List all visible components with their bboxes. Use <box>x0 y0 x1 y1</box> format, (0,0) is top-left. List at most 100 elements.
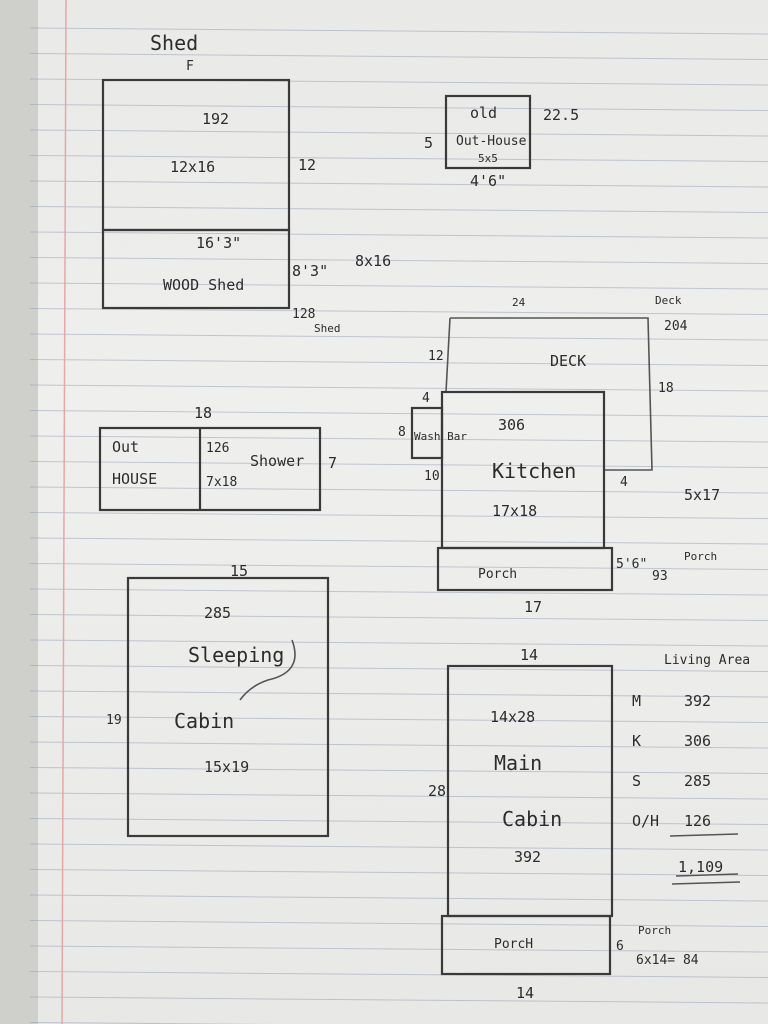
kitchen-porch-dim: 5'6" <box>616 557 647 572</box>
shed-divider-dim: 16'3" <box>196 234 241 252</box>
ruled-line <box>29 741 768 749</box>
shed-sketch: F 192 12x16 12 16'3" WOOD Shed 8'3" 8x16… <box>101 59 391 335</box>
tally-value: 285 <box>684 772 711 790</box>
kitchen-porch-box <box>436 546 614 592</box>
wood-shed-dim: 8'3" <box>292 262 328 280</box>
kitchen-porch-size: 5x17 <box>684 486 720 504</box>
main-left-dim: 28 <box>428 782 446 800</box>
wood-shed-area-label: Shed <box>314 322 341 335</box>
outhouse-size: 7x18 <box>206 475 237 490</box>
outhouse-shower-box <box>98 426 322 512</box>
main-porch-label: PorcH <box>494 937 533 952</box>
ruled-line <box>29 537 768 545</box>
sleeping-arrow <box>239 639 296 701</box>
ruled-line <box>29 996 768 1004</box>
main-bottom-dim: 14 <box>516 984 534 1002</box>
old-outhouse-sketch: old Out-House 5x5 5 4'6" 22.5 <box>424 94 579 190</box>
ruled-line <box>29 563 768 570</box>
ruled-line <box>29 282 768 290</box>
sleeping-cabin-sketch: 15 285 Sleeping Cabin 15x19 19 <box>106 562 330 838</box>
ruled-line <box>29 971 768 978</box>
living-area-total: 1,109 <box>678 858 723 876</box>
ruled-line <box>29 27 768 35</box>
main-line1: Main <box>494 751 542 775</box>
kitchen-left-dim: 10 <box>424 469 440 484</box>
sleeping-line1: Sleeping <box>188 643 284 667</box>
wood-shed-area: 128 <box>292 307 315 322</box>
deck-label: DECK <box>550 352 586 370</box>
ruled-line <box>29 180 768 188</box>
ruled-line <box>29 461 768 468</box>
ruled-line <box>29 945 768 953</box>
deck-right-dim: 18 <box>658 381 674 396</box>
living-area-title: Living Area <box>664 653 750 668</box>
page-title: Shed <box>150 31 198 55</box>
old-outhouse-line2: Out-House <box>456 134 527 149</box>
old-outhouse-line1: old <box>470 104 497 122</box>
kitchen-size: 17x18 <box>492 502 537 520</box>
ruled-line <box>29 129 768 137</box>
ruled-line <box>29 614 768 621</box>
kitchen-right-mark: 4 <box>620 475 628 490</box>
sleeping-cabin-box <box>126 576 330 838</box>
ruled-lines <box>29 27 768 1024</box>
old-outhouse-line3: 5x5 <box>478 152 498 165</box>
tally-key: K <box>632 732 641 750</box>
page-edge-shadow <box>0 0 38 1024</box>
ruled-line <box>29 257 768 264</box>
sleeping-size: 15x19 <box>204 758 249 776</box>
tally-value: 306 <box>684 732 711 750</box>
main-porch-box <box>440 914 612 976</box>
ruled-line <box>29 894 768 902</box>
main-porch-note: 6x14= 84 <box>636 953 699 968</box>
ruled-line <box>29 410 768 417</box>
kitchen-porch-label: Porch <box>478 567 517 582</box>
deck-area-label: Deck <box>655 294 682 307</box>
ruled-line <box>29 690 768 698</box>
tally-key: S <box>632 772 641 790</box>
main-line2: Cabin <box>502 807 562 831</box>
ruled-line <box>29 308 768 315</box>
old-outhouse-area: 22.5 <box>543 106 579 124</box>
wash-bar-left-dim: 8 <box>398 425 406 440</box>
sleeping-area: 285 <box>204 604 231 622</box>
old-outhouse-left-dim: 5 <box>424 134 433 152</box>
kitchen-porch-area-label: Porch <box>684 550 717 563</box>
main-size: 14x28 <box>490 708 535 726</box>
outhouse-line2: HOUSE <box>112 470 157 488</box>
shed-top-dim: F <box>186 59 194 74</box>
ruled-line <box>29 767 768 774</box>
shed-size: 12x16 <box>170 158 215 176</box>
kitchen-porch-area: 93 <box>652 569 668 584</box>
tally-value: 126 <box>684 812 711 830</box>
outhouse-line1: Out <box>112 438 139 456</box>
deck-top-dim: 24 <box>512 296 526 309</box>
ruled-line <box>29 384 768 392</box>
main-area: 392 <box>514 848 541 866</box>
tally-key: O/H <box>632 812 659 830</box>
ruled-line <box>29 818 768 825</box>
wood-shed-box <box>101 228 291 310</box>
ruled-line <box>29 435 768 443</box>
main-porch-note-label: Porch <box>638 924 671 937</box>
tally-value: 392 <box>684 692 711 710</box>
deck-left-edge <box>445 317 451 393</box>
kitchen-label: Kitchen <box>492 459 576 483</box>
kitchen-sketch: 24 DECK Deck 204 12 18 4 8 Wash Bar 10 3… <box>398 294 720 616</box>
kitchen-area: 306 <box>498 416 525 434</box>
deck-outline <box>450 317 653 471</box>
ruled-line <box>29 486 768 494</box>
deck-area: 204 <box>664 319 688 334</box>
ruled-line <box>29 869 768 876</box>
sleeping-line2: Cabin <box>174 709 234 733</box>
shower-label: Shower <box>250 452 304 470</box>
outhouse-top-dim: 18 <box>194 404 212 422</box>
wood-shed-size: 8x16 <box>355 252 391 270</box>
ruled-line <box>29 53 768 60</box>
shower-right-dim: 7 <box>328 454 337 472</box>
shed-right-dim: 12 <box>298 156 316 174</box>
wood-shed-label: WOOD Shed <box>163 276 244 294</box>
